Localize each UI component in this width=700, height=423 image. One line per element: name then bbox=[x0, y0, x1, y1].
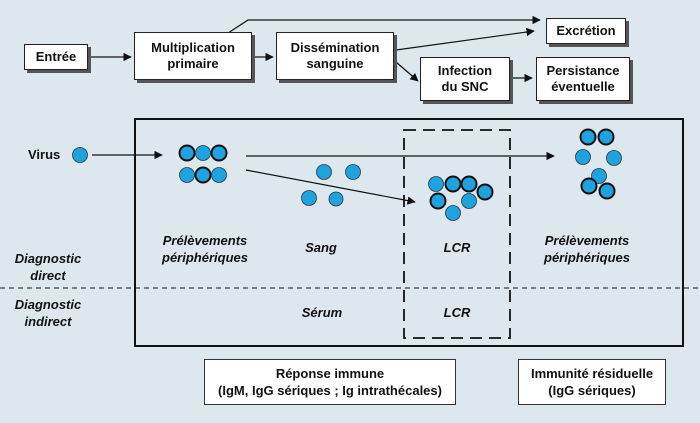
virus-particle bbox=[429, 192, 447, 210]
reponse-immune-box: Réponse immune (IgM, IgG sériques ; Ig i… bbox=[204, 359, 456, 405]
virus-particle bbox=[178, 144, 196, 162]
virus-particle bbox=[445, 205, 461, 221]
virus-cluster-primary bbox=[178, 144, 228, 184]
reponse-immune-label: Réponse immune (IgM, IgG sériques ; Ig i… bbox=[218, 366, 442, 398]
diagnostic-frame bbox=[134, 118, 684, 347]
immunite-residuelle-label: Immunité résiduelle (IgG sériques) bbox=[530, 366, 654, 398]
dissemination-label: Dissémination sanguine bbox=[290, 40, 380, 71]
persistance-box: Persistance éventuelle bbox=[536, 57, 630, 101]
virus-particle bbox=[591, 168, 607, 184]
virus-particle bbox=[460, 175, 478, 193]
sang-label: Sang bbox=[305, 240, 337, 255]
entree-label: Entrée bbox=[35, 49, 77, 64]
virus-cluster-peripheral bbox=[575, 128, 622, 200]
multiplication-label: Multiplication primaire bbox=[151, 40, 235, 71]
serum-label: Sérum bbox=[301, 305, 343, 320]
virus-particle bbox=[597, 128, 615, 146]
entree-box: Entrée bbox=[24, 44, 88, 70]
excretion-box: Excrétion bbox=[546, 18, 626, 44]
virus-particle bbox=[210, 144, 228, 162]
multiplication-box: Multiplication primaire bbox=[134, 32, 252, 80]
virus-cluster-sang bbox=[301, 164, 361, 207]
diagnostic-direct-label: Diagnostic direct bbox=[14, 251, 82, 283]
virus-particle bbox=[328, 191, 344, 207]
virus-particle bbox=[316, 164, 332, 180]
arrow-dissemination-excretion bbox=[395, 27, 535, 51]
virus-particle bbox=[461, 193, 477, 209]
virus-particle bbox=[72, 147, 88, 163]
diagnostic-indirect-label: Diagnostic indirect bbox=[14, 297, 82, 329]
virus-particle bbox=[598, 182, 616, 200]
virus-particle bbox=[211, 167, 227, 183]
lcr-dashed-box bbox=[403, 129, 511, 339]
arrow-to-excretion bbox=[221, 15, 541, 38]
virus-particle bbox=[579, 128, 597, 146]
arrow-cluster-lcr bbox=[245, 169, 416, 205]
lcr-top-label: LCR bbox=[443, 240, 471, 255]
prelevements-right-label: Prélèvements périphériques bbox=[544, 233, 630, 265]
dissemination-box: Dissémination sanguine bbox=[276, 32, 394, 80]
infection-box: Infection du SNC bbox=[420, 57, 510, 101]
virus-particle bbox=[301, 190, 317, 206]
virus-label: Virus bbox=[28, 147, 61, 162]
virus-particle bbox=[606, 150, 622, 166]
lcr-bottom-label: LCR bbox=[443, 305, 471, 320]
persistance-label: Persistance éventuelle bbox=[546, 63, 620, 94]
immunite-residuelle-box: Immunité résiduelle (IgG sériques) bbox=[518, 359, 666, 405]
infection-label: Infection du SNC bbox=[437, 63, 493, 94]
arrow-dissemination-infection bbox=[395, 61, 419, 82]
excretion-label: Excrétion bbox=[556, 23, 616, 38]
virus-particle bbox=[476, 183, 494, 201]
virus-cluster-lcr bbox=[428, 175, 494, 221]
virus-particle bbox=[194, 166, 212, 184]
virus-particle bbox=[345, 164, 361, 180]
virus-particle bbox=[575, 149, 591, 165]
prelevements-left-label: Prélèvements périphériques bbox=[162, 233, 248, 265]
virus-particle bbox=[428, 176, 444, 192]
virus-particle bbox=[580, 177, 598, 195]
